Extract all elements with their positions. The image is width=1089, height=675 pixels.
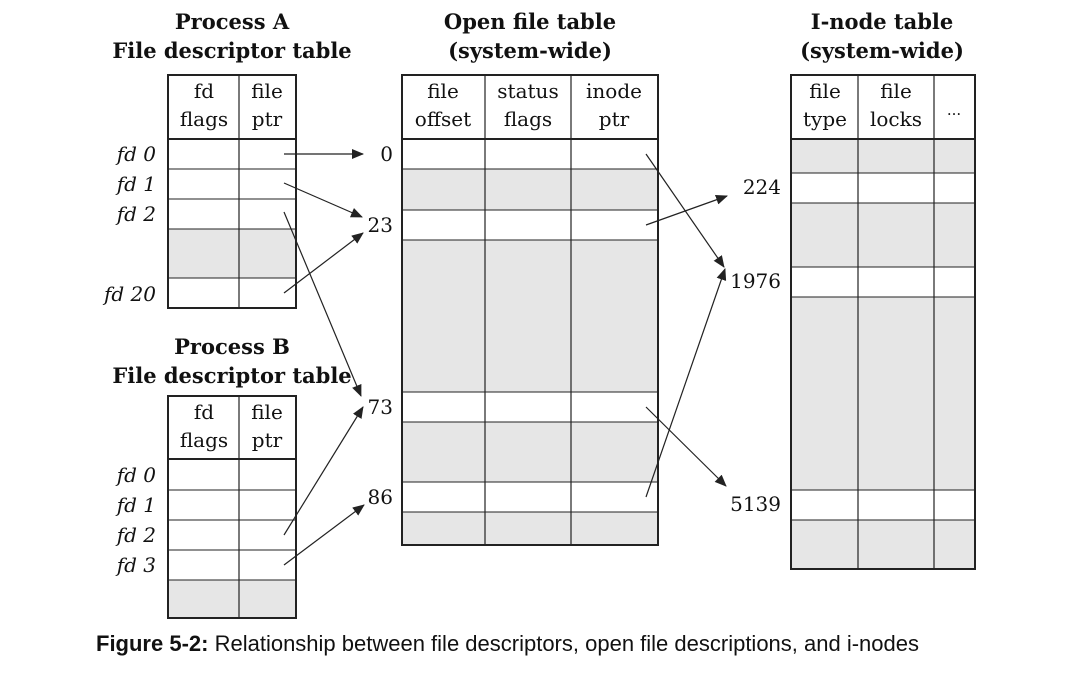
- process-a-col-file-ptr: file: [251, 79, 283, 103]
- oft-index-label: 86: [368, 485, 393, 509]
- process-b-col-file-ptr: file: [251, 400, 283, 424]
- arrow-a-fd20-to-oft23: [283, 232, 364, 294]
- oft-index-label: 0: [380, 142, 393, 166]
- open-file-table-title: Open file table: [444, 9, 616, 34]
- process-b-fd-table: Process B File descriptor table fd flags…: [112, 334, 352, 619]
- process-a-col-fd-flags-2: flags: [180, 107, 228, 131]
- oft-index-label: 23: [368, 213, 393, 237]
- arrow-b-fd3-to-oft86: [283, 504, 365, 566]
- open-file-table: Open file table (system-wide) file offse…: [368, 9, 659, 546]
- process-a-col-fd-flags: fd: [194, 79, 214, 103]
- inode-col-file-type-2: type: [803, 107, 847, 131]
- figure-caption-label: Figure 5-2:: [96, 631, 209, 656]
- process-a-col-file-ptr-2: ptr: [252, 107, 283, 131]
- inode-col-file-type: file: [809, 79, 841, 103]
- oft-col-inode-ptr-2: ptr: [599, 107, 630, 131]
- arrow-a-fd1-to-oft23: [283, 182, 363, 218]
- inode-col-file-locks-2: locks: [870, 107, 922, 131]
- arrow-oft73-to-inode5139: [645, 406, 727, 487]
- process-b-row-label: fd 0: [115, 463, 157, 487]
- process-b-col-fd-flags: fd: [194, 400, 214, 424]
- oft-col-status-flags: status: [497, 79, 558, 103]
- process-a-row-label: fd 1: [115, 172, 156, 196]
- oft-col-inode-ptr: inode: [586, 79, 642, 103]
- arrow-a-fd2-to-oft73: [283, 211, 362, 397]
- process-a-row-label: fd 2: [115, 202, 156, 226]
- process-a-table-border: [167, 74, 297, 309]
- inode-col-ellipsis: ...: [947, 101, 961, 119]
- open-file-table-border: [401, 74, 659, 546]
- inode-index-label: 5139: [730, 492, 781, 516]
- open-file-table-subtitle: (system-wide): [448, 38, 612, 63]
- inode-table-border: [790, 74, 976, 570]
- process-b-row-label: fd 3: [115, 553, 156, 577]
- inode-index-label: 1976: [730, 269, 781, 293]
- process-b-subtitle: File descriptor table: [112, 363, 351, 388]
- process-a-subtitle: File descriptor table: [112, 38, 351, 63]
- inode-index-label: 224: [743, 175, 781, 199]
- inode-table-subtitle: (system-wide): [800, 38, 964, 63]
- oft-col-status-flags-2: flags: [504, 107, 552, 131]
- pointer-arrows: [283, 149, 728, 566]
- process-b-shaded-rows: [168, 580, 296, 618]
- oft-index-label: 73: [368, 395, 393, 419]
- process-a-fd-table: Process A File descriptor table fd flags…: [102, 9, 352, 309]
- figure-caption-text: Relationship between file descriptors, o…: [208, 631, 919, 656]
- arrow-oft86-to-inode1976: [645, 268, 727, 498]
- oft-col-file-offset: file: [427, 79, 459, 103]
- inode-table-title: I-node table: [811, 9, 954, 34]
- arrow-b-fd2-to-oft73: [283, 406, 364, 536]
- process-a-title: Process A: [175, 9, 290, 34]
- arrow-oft23-to-inode224: [645, 195, 728, 226]
- oft-col-file-offset-2: offset: [415, 107, 471, 131]
- process-a-shaded-rows: [168, 229, 296, 278]
- process-b-title: Process B: [174, 334, 290, 359]
- process-b-row-label: fd 1: [115, 493, 156, 517]
- inode-table: I-node table (system-wide) file type fil…: [730, 9, 976, 570]
- process-a-row-label: fd 20: [102, 282, 156, 306]
- process-b-col-fd-flags-2: flags: [180, 428, 228, 452]
- figure-caption: Figure 5-2: Relationship between file de…: [96, 631, 919, 657]
- process-b-row-label: fd 2: [115, 523, 156, 547]
- process-b-col-file-ptr-2: ptr: [252, 428, 283, 452]
- process-a-row-label: fd 0: [115, 142, 157, 166]
- process-b-table-border: [167, 395, 297, 619]
- inode-col-file-locks: file: [880, 79, 912, 103]
